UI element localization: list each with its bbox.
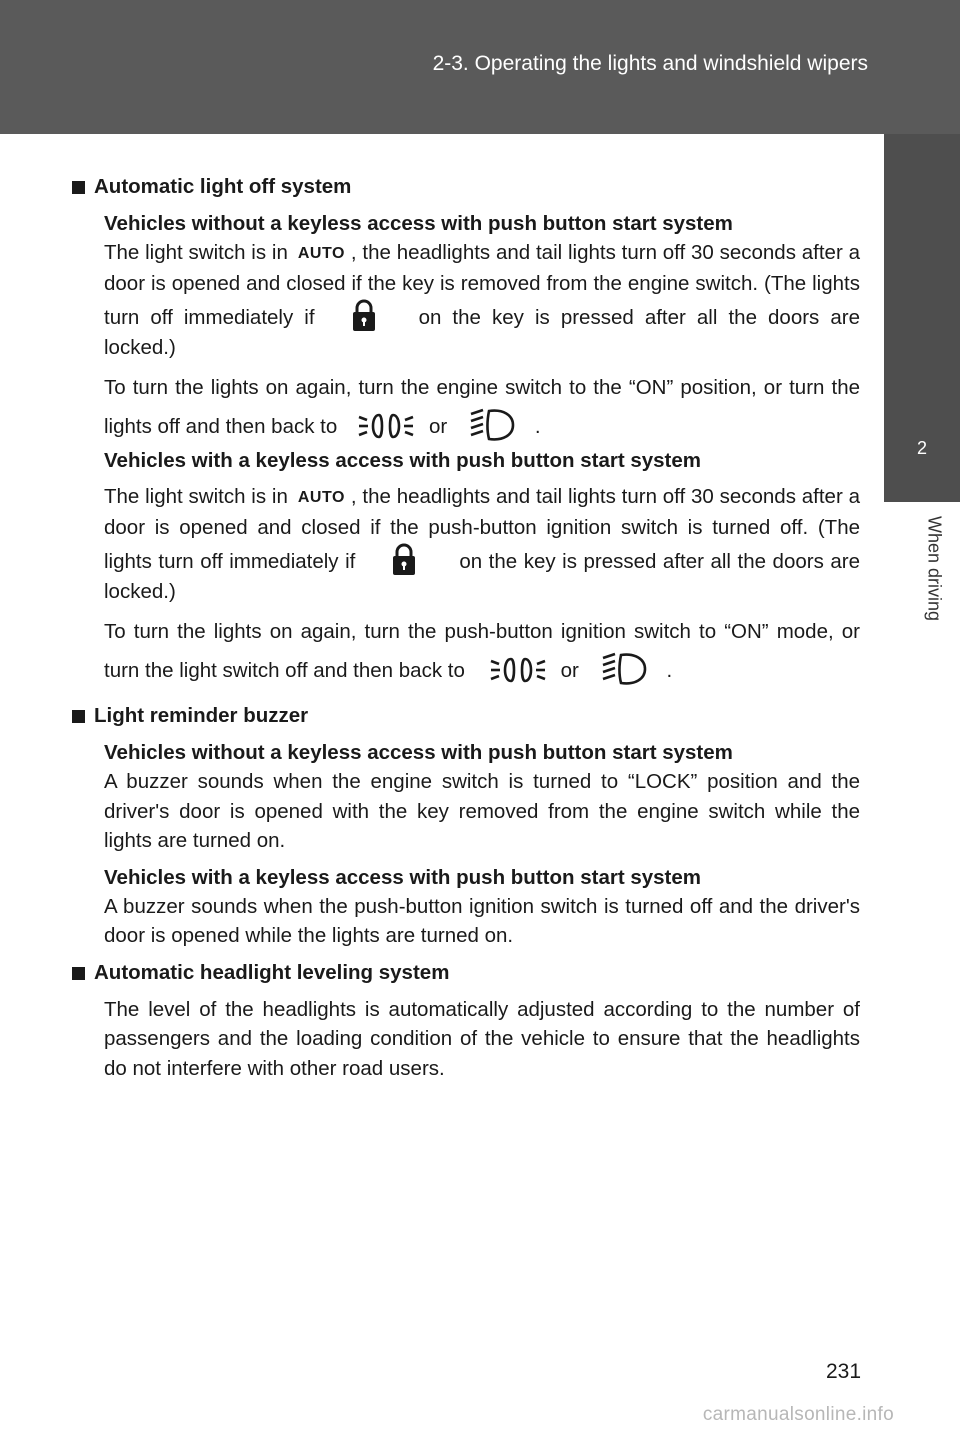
headlight-icon [470,408,515,441]
footer-watermark: carmanualsonline.info [702,1404,894,1425]
lock-icon [393,543,416,575]
subheading-reminder-keyless: Vehicles with a keyless access with push… [104,865,702,889]
subheading-no-keyless: Vehicles without a keyless access with p… [104,212,733,235]
auto-icon: AUTO [297,489,345,506]
paragraph-leveling: The level of the headlights is automatic… [104,997,860,1080]
paragraph-no-keyless-2: To turn the lights on again, turn the en… [98,369,860,446]
chapter-label: When driving [924,515,945,622]
chapter-tab [884,134,960,502]
chapter-number: 2 [916,438,927,458]
tail-light-icon [490,657,546,683]
square-bullet-icon [72,710,85,723]
section-heading-leveling: Automatic headlight leveling system [72,958,860,988]
square-bullet-icon [72,966,85,980]
header-title: 2-3. Operating the lights and windshield… [432,52,868,75]
lock-icon [352,299,375,331]
paragraph-reminder-no-keyless: A buzzer sounds when the engine switch i… [104,770,860,852]
subheading-keyless: Vehicles with a keyless access with push… [104,449,702,472]
page-content: Automatic light off system Vehicles with… [72,172,861,1083]
paragraph-keyless-2: To turn the lights on again, turn the pu… [98,613,860,690]
section-heading-reminder: Light reminder buzzer [72,701,860,731]
paragraph-reminder-keyless: A buzzer sounds when the push-button ign… [104,894,860,948]
subheading-reminder-no-keyless: Vehicles without a keyless access with p… [104,741,733,764]
square-bullet-icon [72,181,85,194]
page-number: 231 [826,1360,862,1383]
section-heading-auto-off: Automatic light off system [72,172,860,202]
page-header: 2-3. Operating the lights and windshield… [0,0,960,134]
headlight-icon [602,652,646,685]
tail-light-icon [358,413,414,439]
auto-icon: AUTO [297,245,345,262]
chapter-label-wrap: When driving [884,502,960,652]
